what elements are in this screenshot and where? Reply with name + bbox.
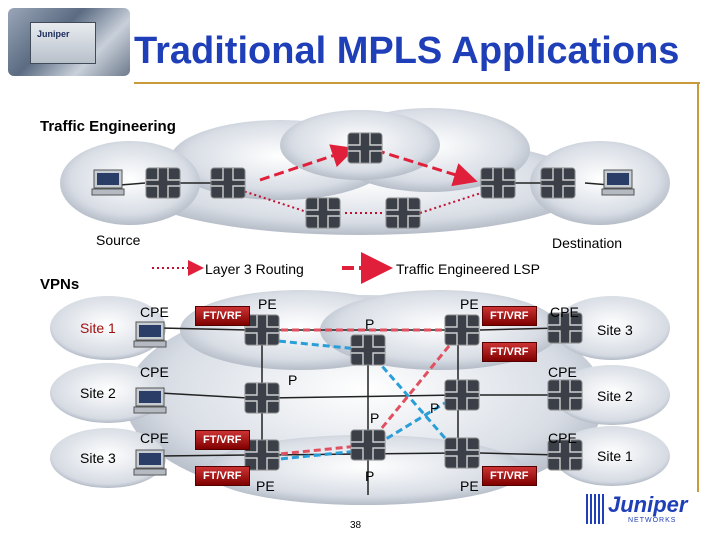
pe-label: PE bbox=[460, 478, 479, 494]
pe-label: PE bbox=[460, 296, 479, 312]
vrf-tag: FT/VRF bbox=[482, 306, 537, 326]
slide-title: Traditional MPLS Applications bbox=[134, 30, 680, 72]
destination-label: Destination bbox=[552, 235, 623, 251]
router-icon bbox=[540, 167, 576, 199]
vrf-tag: FT/VRF bbox=[482, 466, 537, 486]
logo-subtext: NETWORKS bbox=[628, 517, 677, 524]
router-icon bbox=[444, 379, 480, 411]
pe-label: PE bbox=[258, 296, 277, 312]
router-icon bbox=[480, 167, 516, 199]
site-label-left: Site 2 bbox=[80, 385, 116, 401]
cpe-computer-icon bbox=[133, 449, 167, 476]
legend-te-lsp-label: Traffic Engineered LSP bbox=[396, 261, 540, 277]
router-icon bbox=[350, 334, 386, 366]
cpe-label: CPE bbox=[140, 364, 169, 380]
router-icon bbox=[444, 314, 480, 346]
juniper-logo: Juniper NETWORKS bbox=[582, 490, 712, 530]
router-icon bbox=[547, 379, 583, 411]
cpe-label: CPE bbox=[548, 430, 577, 446]
router-icon bbox=[350, 429, 386, 461]
pe-label: PE bbox=[256, 478, 275, 494]
router-icon bbox=[244, 314, 280, 346]
vrf-tag: FT/VRF bbox=[482, 342, 537, 362]
source-computer-icon bbox=[91, 169, 125, 196]
p-label: P bbox=[370, 410, 380, 426]
router-icon bbox=[210, 167, 246, 199]
vpns-heading: VPNs bbox=[40, 276, 80, 293]
page-number: 38 bbox=[350, 520, 362, 531]
te-lsp-path bbox=[259, 144, 478, 187]
cpe-label: CPE bbox=[548, 364, 577, 380]
site-label-right: Site 3 bbox=[597, 322, 633, 338]
p-label: P bbox=[365, 316, 375, 332]
router-chip-image: Juniper bbox=[8, 8, 130, 76]
cpe-computer-icon bbox=[133, 387, 167, 414]
p-label: P bbox=[430, 400, 440, 416]
destination-computer-icon bbox=[601, 169, 635, 196]
logo-mark-icon bbox=[586, 494, 606, 524]
side-rule bbox=[697, 82, 699, 492]
layer3-routing-path bbox=[239, 189, 491, 214]
site-label-left: Site 3 bbox=[80, 450, 116, 466]
site-label-left: Site 1 bbox=[80, 320, 116, 336]
router-icon bbox=[145, 167, 181, 199]
router-icon bbox=[347, 132, 383, 164]
router-icon bbox=[244, 439, 280, 471]
traffic-engineering-heading: Traffic Engineering bbox=[40, 118, 176, 135]
source-label: Source bbox=[96, 232, 141, 248]
cpe-label: CPE bbox=[140, 430, 169, 446]
header-rule bbox=[134, 82, 700, 84]
p-label: P bbox=[288, 372, 298, 388]
cpe-label: CPE bbox=[550, 304, 579, 320]
vrf-tag: FT/VRF bbox=[195, 306, 250, 326]
chip-brand-text: Juniper bbox=[37, 29, 70, 39]
site-label-right: Site 1 bbox=[597, 448, 633, 464]
router-icon bbox=[385, 197, 421, 229]
router-icon bbox=[244, 382, 280, 414]
vrf-tag: FT/VRF bbox=[195, 466, 250, 486]
cpe-label: CPE bbox=[140, 304, 169, 320]
site-label-right: Site 2 bbox=[597, 388, 633, 404]
router-icon bbox=[305, 197, 341, 229]
router-icon bbox=[444, 437, 480, 469]
cpe-computer-icon bbox=[133, 321, 167, 348]
vrf-tag: FT/VRF bbox=[195, 430, 250, 450]
p-label: P bbox=[365, 468, 375, 484]
logo-word: Juniper bbox=[608, 492, 688, 517]
legend-layer3-label: Layer 3 Routing bbox=[205, 261, 304, 277]
